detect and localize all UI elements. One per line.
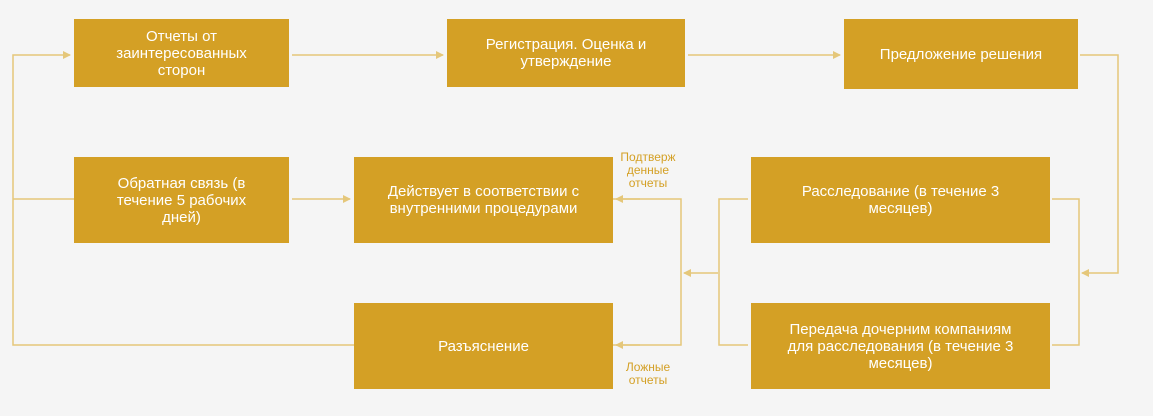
box-stakeholder-reports: Отчеты от заинтересованных сторон (74, 19, 289, 87)
bracket-left (718, 198, 748, 346)
box-internal-procedures: Действует в соответствии с внутренними п… (354, 157, 613, 243)
bracket-decision (613, 198, 682, 346)
box-investigation: Расследование (в течение 3 месяцев) (751, 157, 1050, 243)
box-clarification: Разъяснение (354, 303, 613, 389)
box-solution-proposal: Предложение решения (844, 19, 1078, 89)
box-registration: Регистрация. Оценка и утверждение (447, 19, 685, 87)
label-confirmed-reports: Подтверж денные отчеты (620, 150, 676, 190)
arrow-proposal-to-investigation (1080, 54, 1119, 277)
box-feedback: Обратная связь (в течение 5 рабочих дней… (74, 157, 289, 243)
box-transfer-subsidiaries: Передача дочерним компаниям для расследо… (751, 303, 1050, 389)
bracket-right (1052, 198, 1080, 346)
arrow-clarification-loop (12, 51, 354, 346)
label-false-reports: Ложные отчеты (625, 360, 671, 387)
